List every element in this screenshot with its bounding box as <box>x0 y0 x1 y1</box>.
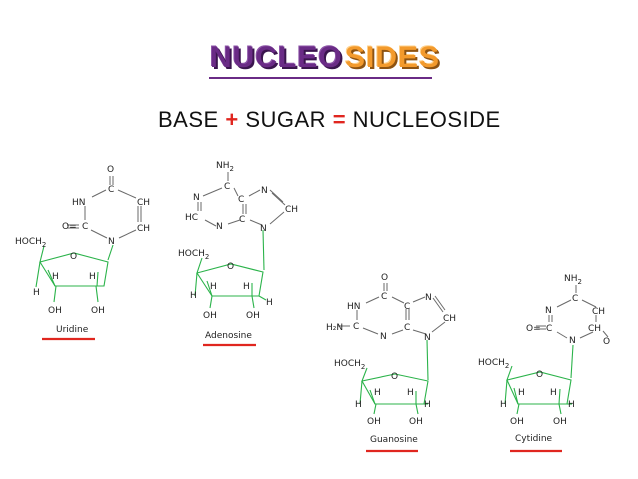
guanosine-atom-c-mid: C <box>404 302 410 312</box>
adenosine-atom-h3: H <box>190 291 197 301</box>
uridine-sugar-ring <box>35 245 109 303</box>
guanosine-atom-n-low: N <box>380 332 387 342</box>
adenosine-atom-c-mid: C <box>238 195 244 205</box>
uridine-atom-h2: H <box>89 272 96 282</box>
adenosine-structure: NH2 C N C N CH HC C N N HOCH2 O H H H H … <box>178 161 298 347</box>
guanosine-atom-oh1: OH <box>367 417 381 427</box>
cytidine-atom-oh1: OH <box>510 417 524 427</box>
cytidine-name: Cytidine <box>515 434 553 444</box>
title-banner: NUCLEO SIDES <box>204 38 440 80</box>
cytidine-sugar-ring <box>504 365 572 415</box>
adenosine-atom-h4: H <box>266 298 273 308</box>
guanosine-sugar-ring <box>359 367 429 415</box>
guanosine-atom-h1: H <box>374 388 381 398</box>
guanosine-atom-h2: H <box>407 388 414 398</box>
guanosine-name: Guanosine <box>370 435 418 445</box>
uridine-structure: O C HN CH C O= CH N HOCH2 O H H H OH OH … <box>15 165 150 341</box>
adenosine-atom-oh2: OH <box>246 311 260 321</box>
cytidine-atom-n-bottom: N <box>569 336 576 346</box>
cytidine-atom-h2: H <box>550 388 557 398</box>
uridine-atom-h1: H <box>52 272 59 282</box>
guanosine-atom-h4: H <box>424 400 431 410</box>
adenosine-atom-n-low: N <box>216 222 223 232</box>
guanosine-atom-oh2: OH <box>409 417 423 427</box>
guanosine-atom-hoch: HOCH2 <box>334 359 365 371</box>
cytidine-atom-o-right: O <box>603 337 610 347</box>
guanosine-atom-c-low: C <box>404 323 410 333</box>
equation: BASE + SUGAR = NUCLEOSIDE <box>158 107 501 133</box>
equation-base: BASE <box>158 107 219 132</box>
cytidine-atom-oh2: OH <box>553 417 567 427</box>
guanosine-atom-ch-far: CH <box>443 314 456 324</box>
uridine-atom-o-top: O <box>107 165 114 175</box>
uridine-atom-oh1: OH <box>48 306 62 316</box>
adenosine-atom-n-bottom: N <box>260 224 267 234</box>
cytidine-atom-c-left: C <box>546 324 552 334</box>
uridine-atom-c-left: C <box>82 222 88 232</box>
cytidine-atom-hoch: HOCH2 <box>478 358 509 370</box>
adenosine-atom-hoch: HOCH2 <box>178 249 209 261</box>
adenosine-atom-nh: NH2 <box>216 161 234 173</box>
cytidine-atom-c-top: C <box>572 294 578 304</box>
guanosine-base-bonds <box>338 283 446 381</box>
cytidine-atom-ring-o: O <box>536 370 543 380</box>
guanosine-atom-c-top: C <box>381 292 387 302</box>
title-accent-text: SIDES <box>344 40 441 74</box>
guanosine-atom-h3: H <box>355 400 362 410</box>
adenosine-atom-c-top: C <box>224 182 230 192</box>
adenosine-atom-h1: H <box>210 282 217 292</box>
uridine-base-bonds <box>67 176 142 261</box>
cytidine-atom-h3: H <box>500 400 507 410</box>
cytidine-atom-nh: NH2 <box>564 274 582 286</box>
adenosine-atom-c-low: C <box>239 215 245 225</box>
adenosine-atom-ring-o: O <box>227 262 234 272</box>
cytidine-atom-ch-bottom: CH <box>588 324 601 334</box>
uridine-atom-o-left: O= <box>62 222 77 232</box>
title-underline <box>209 77 432 79</box>
cytidine-atom-h1: H <box>518 388 525 398</box>
equation-sugar: SUGAR <box>245 107 327 132</box>
adenosine-name: Adenosine <box>205 331 252 341</box>
guanosine-structure: O C HN C N CH H₂N C C N N HOCH2 O H H H … <box>326 273 456 453</box>
guanosine-atom-h2n: H₂N <box>326 323 343 333</box>
uridine-atom-c-top: C <box>108 185 114 195</box>
adenosine-atom-n-right: N <box>261 186 268 196</box>
guanosine-atom-o-top: O <box>381 273 388 283</box>
cytidine-structure: NH2 C N CH C O= CH N O HOCH2 O H H H H O… <box>478 274 610 453</box>
uridine-atom-ring-o: O <box>70 252 77 262</box>
adenosine-base-bonds <box>197 172 286 271</box>
adenosine-atom-hc: HC <box>185 213 198 223</box>
uridine-atom-ch-bottom: CH <box>137 224 150 234</box>
guanosine-atom-hn: HN <box>347 302 361 312</box>
uridine-atom-h3: H <box>33 288 40 298</box>
cytidine-atom-h4: H <box>568 400 575 410</box>
uridine-atom-hoch: HOCH2 <box>15 237 46 249</box>
guanosine-atom-n-bottom: N <box>424 333 431 343</box>
cytidine-atom-o-left: O= <box>526 324 541 334</box>
equation-result: NUCLEOSIDE <box>352 107 501 132</box>
adenosine-atom-h2: H <box>243 282 250 292</box>
cytidine-base-bonds <box>536 285 609 379</box>
guanosine-atom-n-right: N <box>425 293 432 303</box>
uridine-atom-ch-right: CH <box>137 198 150 208</box>
uridine-name: Uridine <box>56 325 89 335</box>
cytidine-atom-ch-right: CH <box>592 307 605 317</box>
title-main-text: NUCLEO <box>209 40 343 74</box>
equation-equals: = <box>332 107 347 132</box>
adenosine-atom-ch-far: CH <box>285 205 298 215</box>
cytidine-atom-n-left: N <box>545 306 552 316</box>
guanosine-atom-ring-o: O <box>391 372 398 382</box>
adenosine-sugar-ring <box>194 257 267 309</box>
uridine-atom-oh2: OH <box>91 306 105 316</box>
adenosine-atom-n-left: N <box>193 193 200 203</box>
uridine-atom-hn: HN <box>72 198 86 208</box>
adenosine-atom-oh1: OH <box>203 311 217 321</box>
uridine-atom-n-bottom: N <box>108 237 115 247</box>
guanosine-atom-c-left: C <box>353 322 359 332</box>
equation-plus: + <box>225 107 239 132</box>
